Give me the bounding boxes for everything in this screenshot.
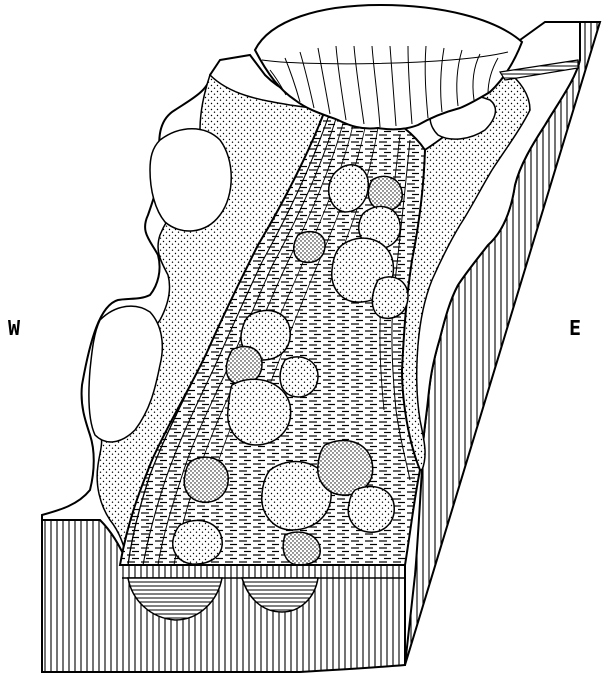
compass-label-west: W [8, 318, 20, 338]
boulder [368, 176, 402, 210]
boulder [372, 277, 408, 318]
west-upland-lobe-upper [150, 129, 231, 231]
boulder [184, 457, 228, 502]
compass-label-east: E [569, 318, 581, 338]
boulder [280, 357, 318, 397]
boulder [348, 486, 394, 532]
boulder [294, 232, 325, 263]
boulder [173, 520, 222, 564]
boulder [228, 379, 291, 445]
boulder [283, 532, 320, 565]
